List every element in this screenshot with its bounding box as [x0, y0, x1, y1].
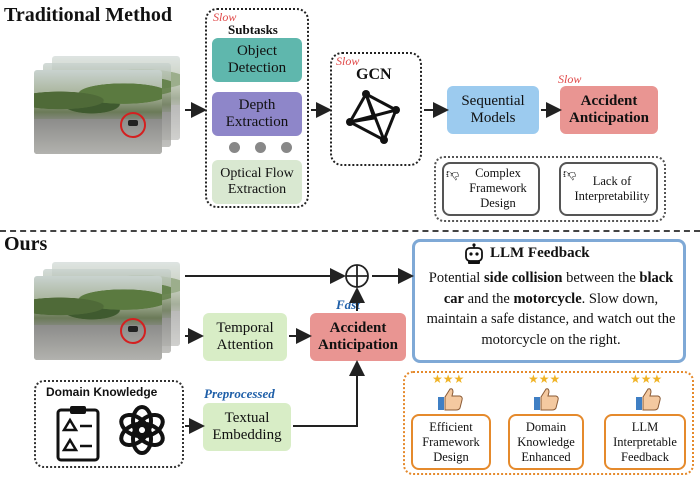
domain-knowledge-container: [34, 380, 184, 468]
llm-text-emphasis: motorcycle: [513, 290, 582, 307]
llm-text-part: Potential: [428, 270, 484, 286]
temporal-attention: Temporal Attention: [203, 313, 287, 361]
video-frames-ours: [34, 262, 184, 362]
video-frame-front: [34, 70, 162, 154]
accident-anticipation-ours: Accident Anticipation: [310, 313, 406, 361]
video-frames-traditional: [34, 56, 184, 156]
section-divider: [0, 230, 700, 232]
preprocessed-tag: Preprocessed: [204, 386, 275, 401]
thumbs-up-icon: [438, 388, 463, 411]
textual-embedding: Textual Embedding: [203, 403, 291, 451]
llm-text-part: between the: [562, 270, 640, 286]
highlight-circle: [120, 112, 146, 138]
video-frame-front: [34, 276, 162, 360]
con-complex-text: Complex Framework Design: [469, 166, 527, 210]
benefit-domain: Domain Knowledge Enhanced: [508, 414, 584, 470]
llm-text-part: and the: [463, 290, 514, 307]
domain-knowledge-title: Domain Knowledge: [46, 385, 158, 399]
ours-title: Ours: [4, 233, 48, 255]
highlight-circle: [120, 318, 146, 344]
llm-feedback-text: Potential side collision between the bla…: [420, 268, 682, 350]
accident-anticipation-traditional: Accident Anticipation: [560, 86, 658, 134]
thumbs-down-icon: 👎︎: [446, 166, 460, 181]
gcn-label: GCN: [356, 66, 392, 83]
graph-network-icon: [346, 90, 400, 144]
benefit-icon-3: ★★★: [628, 372, 668, 414]
openai-logo-icon: [119, 405, 165, 455]
subtask-object-detection: Object Detection: [212, 38, 302, 82]
sequential-models: Sequential Models: [447, 86, 539, 134]
con-lack-interpretability: 👎︎ Lack of Interpretability: [559, 162, 658, 216]
benefits-container: [403, 371, 694, 475]
subtask-depth-extraction: Depth Extraction: [212, 92, 302, 136]
con-lack-text: Lack of Interpretability: [574, 174, 650, 203]
slow-tag-anticipation: Slow: [558, 72, 582, 86]
slow-tag-subtasks: Slow: [213, 10, 237, 24]
llm-feedback-box: [412, 239, 686, 363]
thumbs-up-icon: [534, 388, 559, 411]
llm-feedback-title: LLM Feedback: [490, 245, 590, 261]
traditional-title: Traditional Method: [4, 4, 172, 26]
con-complex-framework: 👎︎ Complex Framework Design: [442, 162, 540, 216]
cons-container: [434, 156, 666, 222]
robot-icon: [465, 243, 483, 264]
llm-text-emphasis: side collision: [483, 270, 563, 286]
benefit-icon-1: ★★★: [430, 372, 470, 414]
star-icon: ★★★: [528, 372, 561, 386]
benefit-llm: LLM Interpretable Feedback: [604, 414, 686, 470]
thumbs-up-icon: [636, 388, 661, 411]
clipboard-warning-icon: [56, 406, 100, 462]
ellipsis-dots: [225, 142, 295, 154]
slow-tag-gcn: Slow: [336, 54, 360, 68]
subtasks-title: Subtasks: [228, 22, 278, 37]
subtask-optical-flow: Optical Flow Extraction: [212, 160, 302, 204]
thumbs-down-icon: 👎︎: [563, 166, 577, 181]
benefit-efficient: Efficient Framework Design: [411, 414, 491, 470]
star-icon: ★★★: [630, 372, 663, 386]
star-icon: ★★★: [432, 372, 465, 386]
benefit-icon-2: ★★★: [526, 372, 566, 414]
llm-text-emphasis: black car: [443, 270, 674, 307]
llm-text-part: . Slow down, maintain a safe distance, a…: [426, 290, 676, 348]
